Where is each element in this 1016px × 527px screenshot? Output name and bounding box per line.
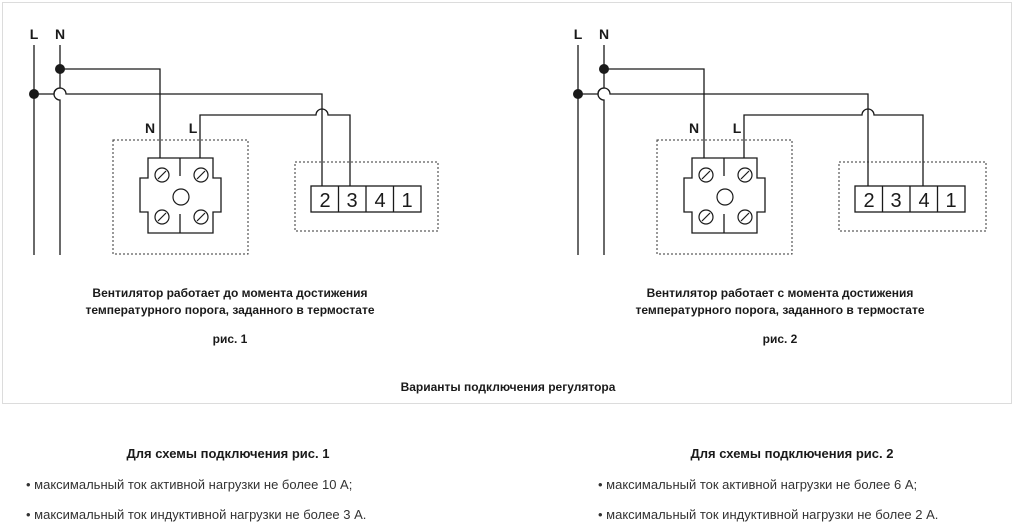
terminal-label: 2 [319, 190, 330, 212]
wire-n-to-socket [604, 68, 705, 158]
spec2-heading: Для схемы подключения рис. 2 [690, 446, 894, 461]
footer-title: Варианты подключения регулятора [400, 380, 616, 394]
socket-label-l: L [733, 120, 742, 136]
bus-line-n [597, 45, 605, 255]
socket-label-n: N [145, 120, 155, 136]
spec2-item: • максимальный ток активной нагрузки не … [598, 477, 918, 492]
thermostat-enclosure [838, 161, 987, 232]
socket-enclosure [656, 139, 793, 255]
socket-label-l: L [189, 120, 198, 136]
fig1-label: рис. 1 [212, 332, 248, 346]
thermostat-enclosure [294, 161, 439, 232]
junction-dot [573, 89, 583, 99]
caption-line: Вентилятор работает до момента достижени… [92, 286, 368, 300]
bus-label-l: L [574, 26, 583, 42]
diagram-frame [2, 2, 1012, 404]
terminal-label: 1 [945, 190, 956, 212]
bus-label-l: L [30, 26, 39, 42]
spec1-heading: Для схемы подключения рис. 1 [126, 446, 330, 461]
wire-n-to-socket [60, 68, 161, 158]
junction-dot [29, 89, 39, 99]
wire-socket-to-terminal [199, 108, 351, 187]
junction-dot [55, 64, 65, 74]
wire-socket-to-terminal [743, 108, 924, 187]
socket-center-icon [172, 188, 190, 206]
bus-label-n: N [55, 26, 65, 42]
wire-l-to-terminal [578, 87, 869, 187]
fig2-label: рис. 2 [762, 332, 798, 346]
terminal-label: 4 [374, 190, 385, 212]
terminal-label: 2 [863, 190, 874, 212]
caption-line: Вентилятор работает с момента достижения [646, 286, 914, 300]
wire-l-to-terminal [34, 87, 323, 187]
terminal-label: 3 [346, 190, 357, 212]
caption-fig1: Вентилятор работает до момента достижени… [40, 285, 420, 319]
bus-label-n: N [599, 26, 609, 42]
bus-line-n [53, 45, 61, 255]
spec2-item: • максимальный ток индуктивной нагрузки … [598, 507, 939, 522]
spec1-item: • максимальный ток индуктивной нагрузки … [26, 507, 367, 522]
socket-center-icon [716, 188, 734, 206]
socket-enclosure [112, 139, 249, 255]
terminal-label: 4 [918, 190, 929, 212]
caption-line: температурного порога, заданного в термо… [635, 303, 925, 317]
caption-line: температурного порога, заданного в термо… [85, 303, 375, 317]
terminal-label: 3 [890, 190, 901, 212]
terminal-label: 1 [401, 190, 412, 212]
spec1-item: • максимальный ток активной нагрузки не … [26, 477, 353, 492]
socket-label-n: N [689, 120, 699, 136]
caption-fig2: Вентилятор работает с момента достижения… [590, 285, 970, 319]
junction-dot [599, 64, 609, 74]
